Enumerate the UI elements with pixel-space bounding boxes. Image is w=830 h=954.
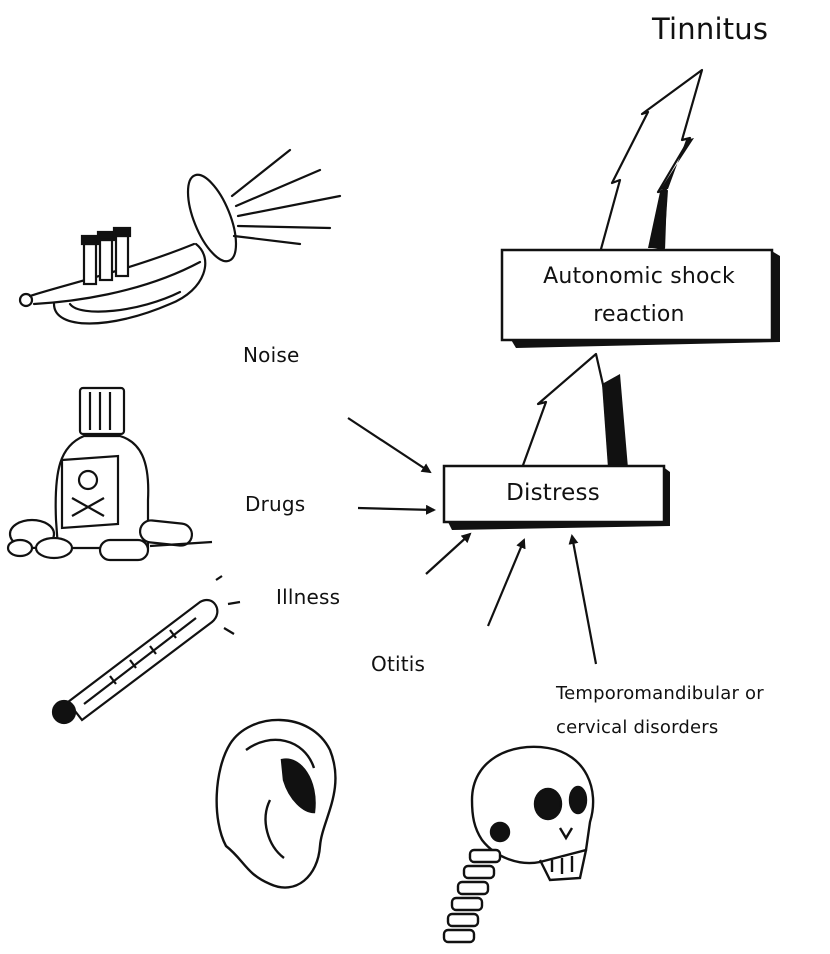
otitis-label: Otitis xyxy=(371,652,425,676)
trumpet-icon xyxy=(20,150,340,324)
illness-arrow xyxy=(426,534,470,574)
ear-icon xyxy=(217,720,336,888)
autonomic-box-label: Autonomic shock reaction xyxy=(506,258,772,334)
zigzag-arrow-to-tinnitus xyxy=(598,70,702,260)
thermometer-icon xyxy=(53,576,240,723)
tmj-arrow xyxy=(572,536,596,664)
otitis-arrow xyxy=(488,540,524,626)
illness-label: Illness xyxy=(276,585,340,609)
poison-bottle-icon xyxy=(56,388,149,548)
skull-icon xyxy=(444,747,593,942)
noise-label: Noise xyxy=(243,343,299,367)
tmj-label-line1: Temporomandibular or xyxy=(556,677,764,711)
tmj-label-line2: cervical disorders xyxy=(556,711,764,745)
title-tinnitus: Tinnitus xyxy=(652,12,768,46)
arrow-to-autonomic xyxy=(522,354,628,468)
drugs-label: Drugs xyxy=(245,492,305,516)
noise-arrow xyxy=(348,418,430,472)
tmj-label: Temporomandibular or cervical disorders xyxy=(556,677,764,745)
drugs-arrow xyxy=(358,508,434,510)
distress-box-label: Distress xyxy=(444,474,662,512)
